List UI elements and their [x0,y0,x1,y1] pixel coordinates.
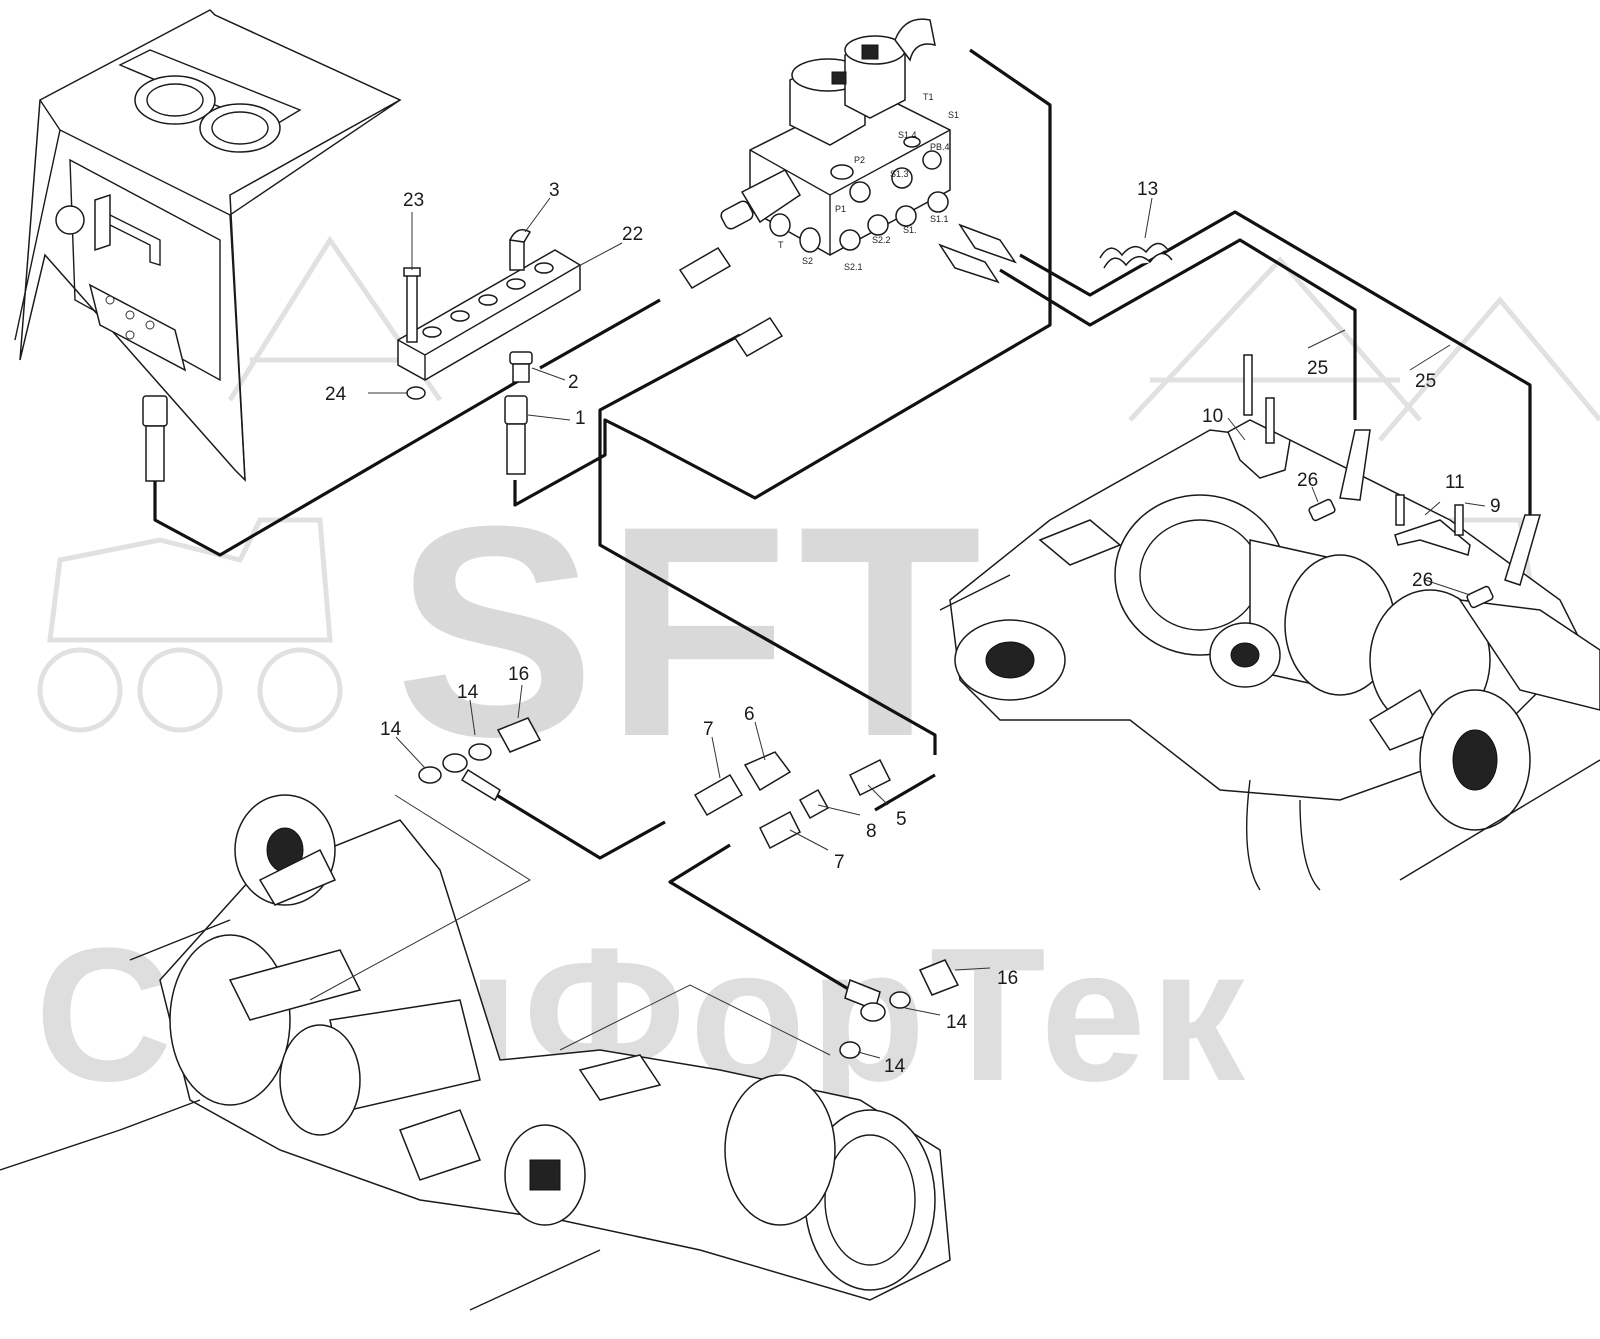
valve-block: T1 S1 S1.4 P2 PB.4 S1.3 P1 T S2 S2.1 S2.… [720,18,959,272]
callout-14-upper-left: 14 [380,719,402,740]
axle-right [939,429,1600,891]
distribution-block [397,249,581,381]
callout-14-lower-left: 14 [884,1056,906,1077]
callout-11: 11 [1445,472,1465,493]
fittings-26 [1308,429,1541,609]
reference-lines [309,794,831,1056]
callout-10: 10 [1202,406,1223,427]
callout-26-lower: 26 [1412,570,1433,591]
leader-lines [368,197,1486,1059]
callout-16-lower: 16 [997,968,1018,989]
port-label-S1-1: S1.1 [930,214,949,224]
callout-9: 9 [1490,496,1501,517]
bolt-23 [403,267,421,343]
callout-6: 6 [744,704,755,725]
port-label-PB-4: PB.4 [930,142,950,152]
fitting-3 [508,229,532,271]
callout-labels: 23 3 22 2 24 1 13 25 25 10 26 11 9 26 16… [325,179,1501,1077]
callout-16-upper: 16 [508,664,529,685]
hose-fittings-lower [418,717,960,1059]
port-label-T: T [778,240,784,250]
callout-14-upper-right: 14 [457,682,479,703]
callout-7-upper: 7 [703,719,714,740]
port-label-S2: S2 [802,256,813,266]
callout-22: 22 [622,224,643,245]
port-label-P1: P1 [835,204,846,214]
callout-5: 5 [896,809,907,830]
washer-24 [406,386,426,400]
callout-8: 8 [866,821,877,842]
hose-lines [153,48,1532,992]
callout-25-right: 25 [1415,371,1436,392]
callout-1: 1 [575,408,586,429]
bracket-10 [1227,354,1291,479]
hose-end-1 [504,395,528,475]
port-label-S2-2: S2.2 [872,235,891,245]
hose-fittings-valve [678,223,1017,357]
callout-13: 13 [1137,179,1158,200]
bracket-11 [1394,494,1471,556]
callout-7-lower: 7 [834,852,845,873]
watermark-logo: SFT [395,463,992,799]
callout-26-upper: 26 [1297,470,1318,491]
port-label-S1x: S1. [903,225,917,235]
callout-23: 23 [403,190,424,211]
callout-24: 24 [325,384,347,405]
port-label-S1-4: S1.4 [898,130,917,140]
callout-14-lower-right: 14 [946,1012,968,1033]
port-label-S1-3: S1.3 [890,169,909,179]
hose-clips-13 [1099,242,1173,269]
frame-chassis [14,9,402,482]
watermark-tractor-left [37,517,343,733]
hose-end-frame [142,395,168,482]
port-label-P2: P2 [854,155,865,165]
callout-25-left: 25 [1307,358,1328,379]
axle-rear [0,794,951,1311]
port-label-S2-1: S2.1 [844,262,863,272]
fitting-2 [509,351,533,383]
port-label-S1: S1 [948,110,959,120]
port-label-T1: T1 [923,92,934,102]
callout-2: 2 [568,372,579,393]
callout-3: 3 [549,180,560,201]
